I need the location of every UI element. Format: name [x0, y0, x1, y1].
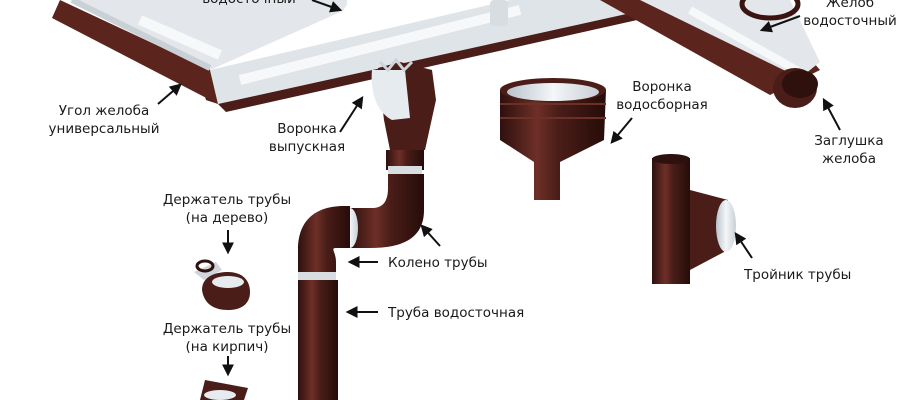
label-gutter-connector-line1: водосточный	[196, 0, 302, 8]
label-downpipe-line1: Труба водосточная	[388, 305, 525, 321]
label-gutter-end-cap-line1: Заглушка	[814, 133, 884, 149]
pipe-tee	[652, 154, 736, 284]
label-downpipe: Труба водосточная	[388, 304, 528, 322]
label-pipe-tee: Тройник трубы	[744, 266, 854, 284]
arrow-gutter	[759, 15, 801, 33]
pipe-elbow-upper	[342, 174, 424, 248]
label-collecting-funnel-line1: Воронка	[632, 79, 692, 95]
label-pipe-elbow-line1: Колено трубы	[388, 255, 488, 271]
label-pipe-holder-wood: Держатель трубы (на дерево)	[162, 191, 292, 227]
arrow-outlet-funnel	[339, 95, 364, 133]
label-gutter-line2: водосточный	[803, 13, 897, 29]
label-gutter-corner-line1: Угол желоба	[58, 103, 150, 119]
label-pipe-tee-line1: Тройник трубы	[744, 267, 852, 283]
pipe-elbow-lower	[298, 206, 350, 280]
arrow-gutter-end-cap	[822, 97, 841, 131]
gutter-bracket-ring	[739, 0, 801, 21]
arrow-pipe-tee	[734, 232, 753, 259]
label-gutter: Желоб водосточный	[800, 0, 900, 30]
label-gutter-corner: Угол желоба универсальный	[44, 102, 164, 138]
label-outlet-funnel-line1: Воронка	[277, 121, 337, 137]
collecting-funnel	[500, 78, 606, 200]
arrow-collecting-funnel	[610, 117, 633, 144]
callout-arrows	[157, 0, 841, 377]
outlet-funnel	[371, 57, 436, 174]
label-gutter-end-cap-line2: желоба	[822, 151, 876, 167]
label-outlet-funnel-line2: выпускная	[268, 139, 346, 155]
label-collecting-funnel: Воронка водосборная	[612, 78, 712, 114]
label-gutter-end-cap: Заглушка желоба	[804, 132, 894, 168]
arrow-gutter-corner	[157, 83, 182, 105]
gutter-right-run	[210, 0, 700, 112]
arrow-pipe-elbow	[420, 224, 441, 247]
label-collecting-funnel-line2: водосборная	[616, 97, 708, 113]
label-gutter-corner-line2: универсальный	[48, 121, 160, 137]
label-pipe-holder-brick-line1: Держатель трубы	[162, 321, 292, 337]
label-pipe-holder-brick: Держатель трубы (на кирпич)	[162, 320, 292, 356]
downpipe	[298, 280, 338, 400]
label-pipe-holder-brick-line2: (на кирпич)	[185, 339, 269, 355]
label-gutter-connector: водосточный	[196, 0, 302, 8]
pipe-holder-wood	[194, 259, 250, 310]
pipe-holder-brick	[200, 380, 248, 400]
label-gutter-line1: Желоб	[825, 0, 875, 11]
label-outlet-funnel: Воронка выпускная	[262, 120, 352, 156]
gutter-left-run	[52, 0, 345, 104]
label-pipe-holder-wood-line1: Держатель трубы	[162, 192, 292, 208]
label-pipe-elbow: Колено трубы	[388, 254, 498, 272]
arrow-gutter-connector	[311, 0, 343, 13]
label-pipe-holder-wood-line2: (на дерево)	[185, 210, 269, 226]
